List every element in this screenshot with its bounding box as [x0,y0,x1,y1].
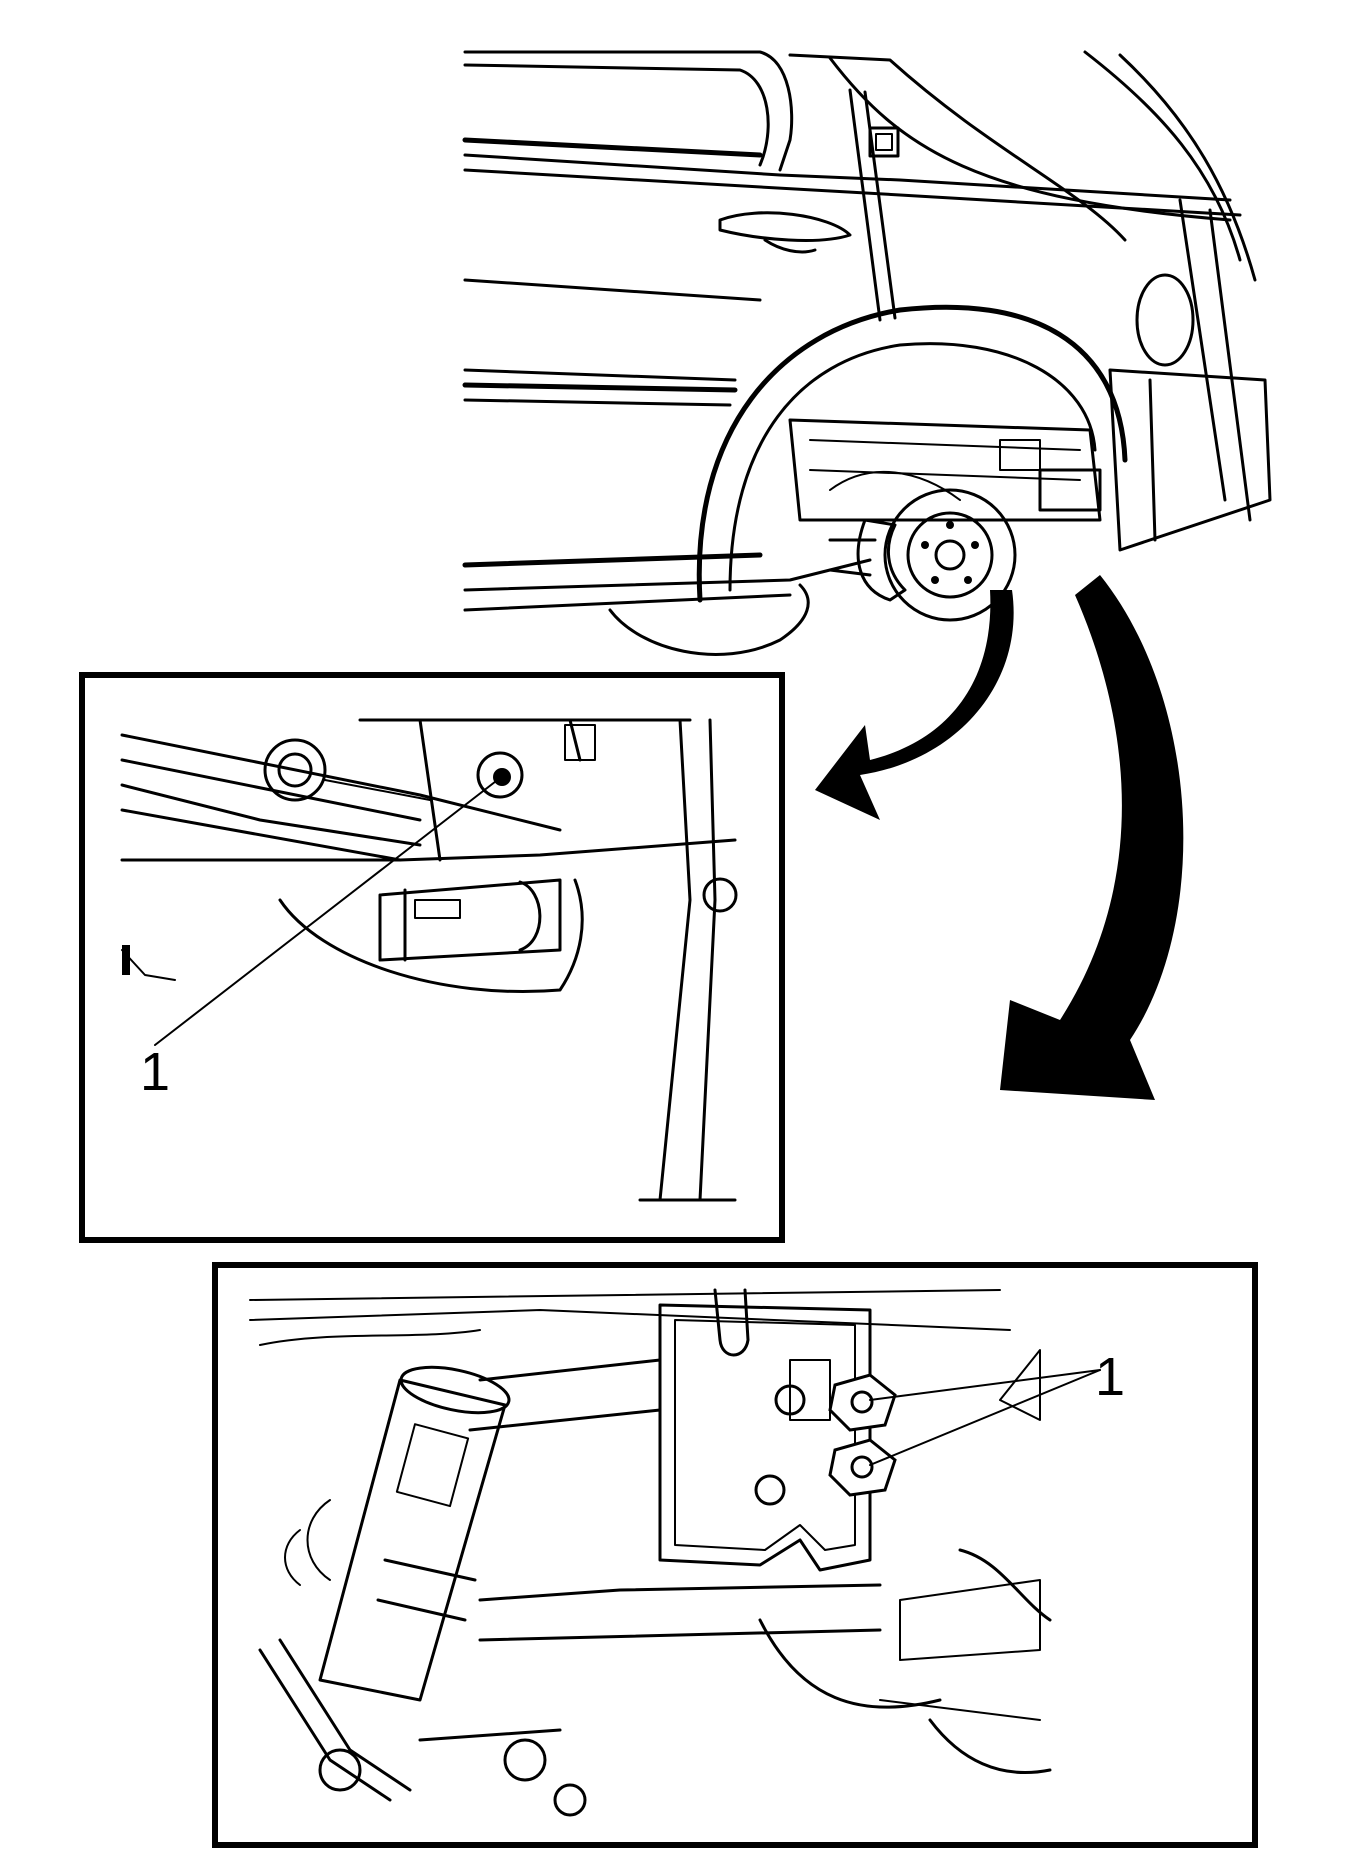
nut-upper [828,1373,897,1432]
lower-view-drawing [249,1288,1101,1817]
lower-callout-1: 1 [1095,1347,1125,1407]
detail-view-arrow [815,590,1014,820]
vehicle-rear-quarter-drawing [462,50,1272,656]
lower-view-panel: 1 [212,1262,1258,1848]
lower-view-arrow [1000,575,1184,1100]
nut-lower [828,1438,897,1497]
detail-view-panel: 1 [79,672,785,1243]
detail-view-drawing [120,718,738,1202]
detail-callout-1: 1 [140,1042,170,1102]
